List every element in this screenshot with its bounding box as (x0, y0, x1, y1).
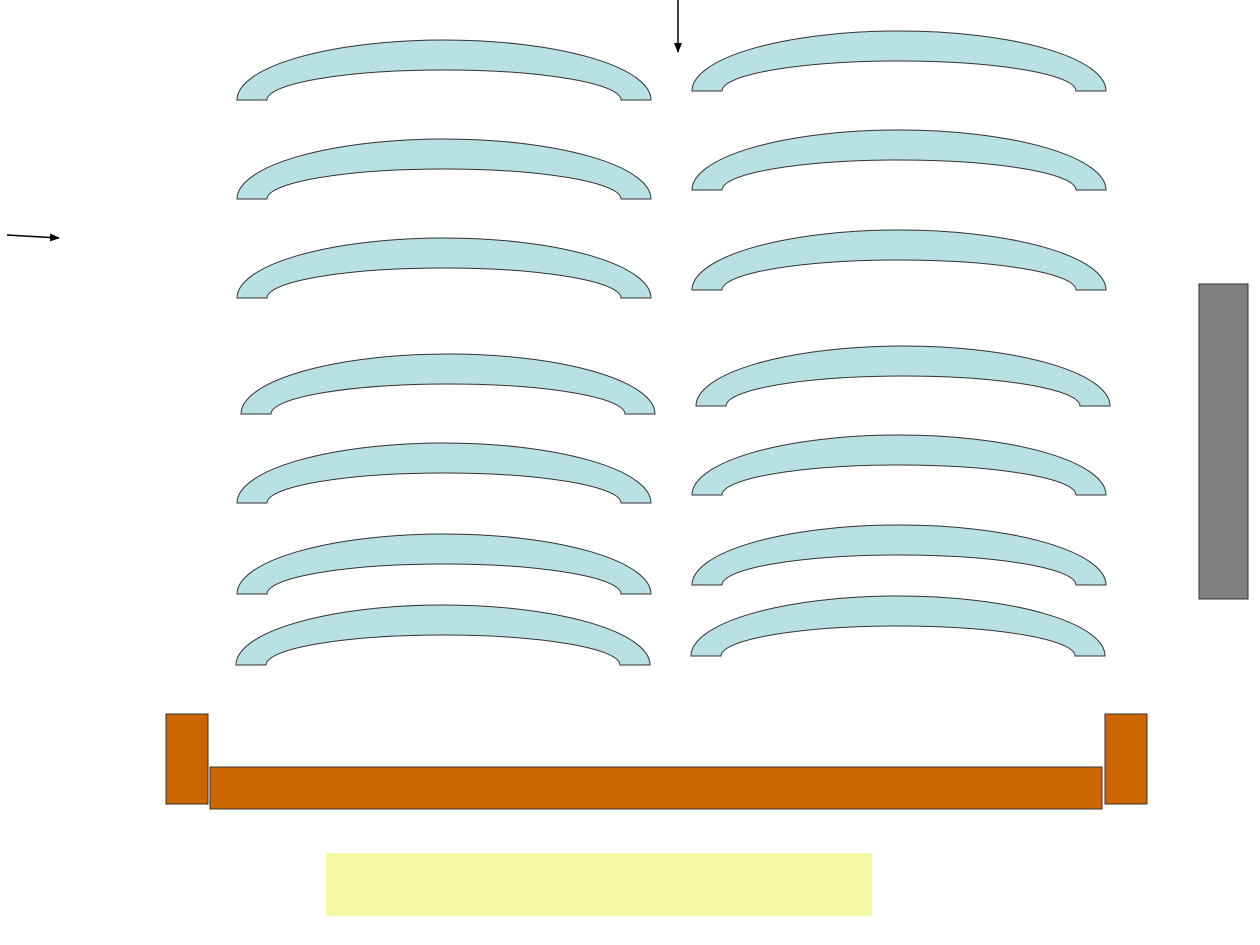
seat-row-left-5 (236, 442, 652, 504)
seat-row-right-7 (690, 595, 1106, 657)
seat-row-right-5 (691, 434, 1107, 496)
seat-row-left-6 (236, 533, 652, 595)
seat-row-left-1 (236, 39, 652, 101)
stage-right-block (1104, 713, 1148, 805)
seat-row-right-6 (691, 524, 1107, 586)
seat-row-right-2 (691, 129, 1107, 191)
seat-row-left-3 (236, 237, 652, 299)
seat-row-right-4 (695, 345, 1111, 407)
seat-rows (235, 30, 1111, 666)
side-panel (1198, 283, 1249, 600)
seat-row-right-3 (691, 229, 1107, 291)
seat-row-right-1 (691, 30, 1107, 92)
seat-row-left-4 (240, 353, 656, 415)
right-arrow-icon (6, 233, 60, 242)
stage-left-block (165, 713, 209, 805)
banner-box (326, 853, 872, 916)
seat-row-left-2 (236, 138, 652, 200)
seat-row-left-7 (235, 604, 651, 666)
stage-platform (209, 766, 1103, 810)
